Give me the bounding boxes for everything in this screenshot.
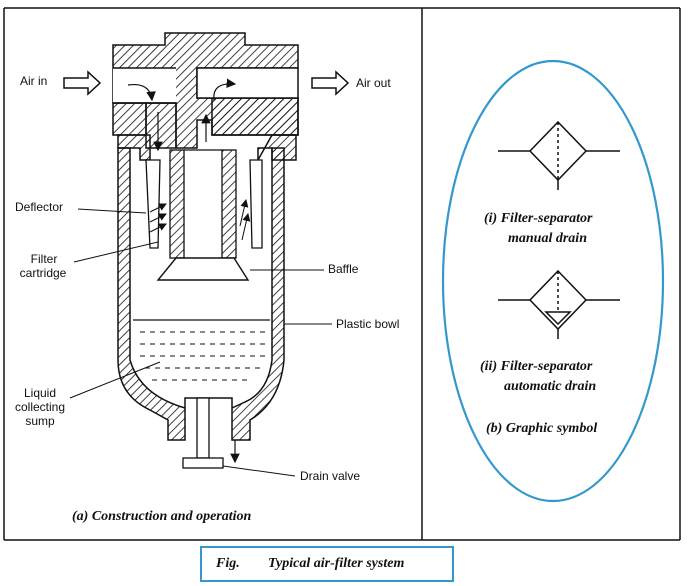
plastic-bowl (117, 134, 297, 441)
cartridge-flow-arrows (149, 199, 251, 241)
baffle (156, 257, 250, 281)
symbols-caption: (b) Graphic symbol (486, 421, 598, 436)
label-air-in: Air in (20, 74, 48, 88)
figure-caption-title: Typical air-filter system (268, 556, 405, 571)
air-out-arrow (311, 70, 350, 96)
label-plastic-bowl: Plastic bowl (336, 317, 400, 331)
flow-arrows (127, 78, 240, 464)
drain-valve (182, 397, 224, 469)
symbol-auto-label-1: (ii) Filter-separator (480, 359, 593, 374)
filter-cartridge (169, 149, 237, 259)
air-in-arrow (63, 70, 102, 96)
symbol-manual-label-2: manual drain (508, 231, 587, 246)
panel-a-caption: (a) Construction and operation (72, 509, 252, 524)
leader-lines (69, 208, 332, 477)
liquid-sump (133, 319, 270, 381)
figure-frame (3, 7, 681, 541)
label-liquid-3: sump (25, 414, 55, 428)
symbols-ellipse (441, 59, 665, 503)
label-air-out: Air out (356, 76, 391, 90)
figure-caption-prefix: Fig. (216, 556, 240, 571)
label-filter-cartridge-2: cartridge (19, 266, 67, 280)
label-filter-cartridge-1: Filter (30, 252, 58, 266)
deflector (145, 159, 263, 249)
label-drain-valve: Drain valve (300, 469, 361, 483)
symbol-manual-label-1: (i) Filter-separator (484, 211, 593, 226)
label-liquid-1: Liquid (23, 386, 57, 400)
symbol-auto-label-2: automatic drain (504, 379, 597, 394)
label-baffle: Baffle (328, 262, 359, 276)
figure-caption-box (200, 546, 454, 582)
label-deflector: Deflector (15, 200, 64, 214)
symbol-automatic-drain (498, 269, 620, 339)
symbol-manual-drain (498, 120, 620, 190)
label-liquid-2: collecting (14, 400, 66, 414)
